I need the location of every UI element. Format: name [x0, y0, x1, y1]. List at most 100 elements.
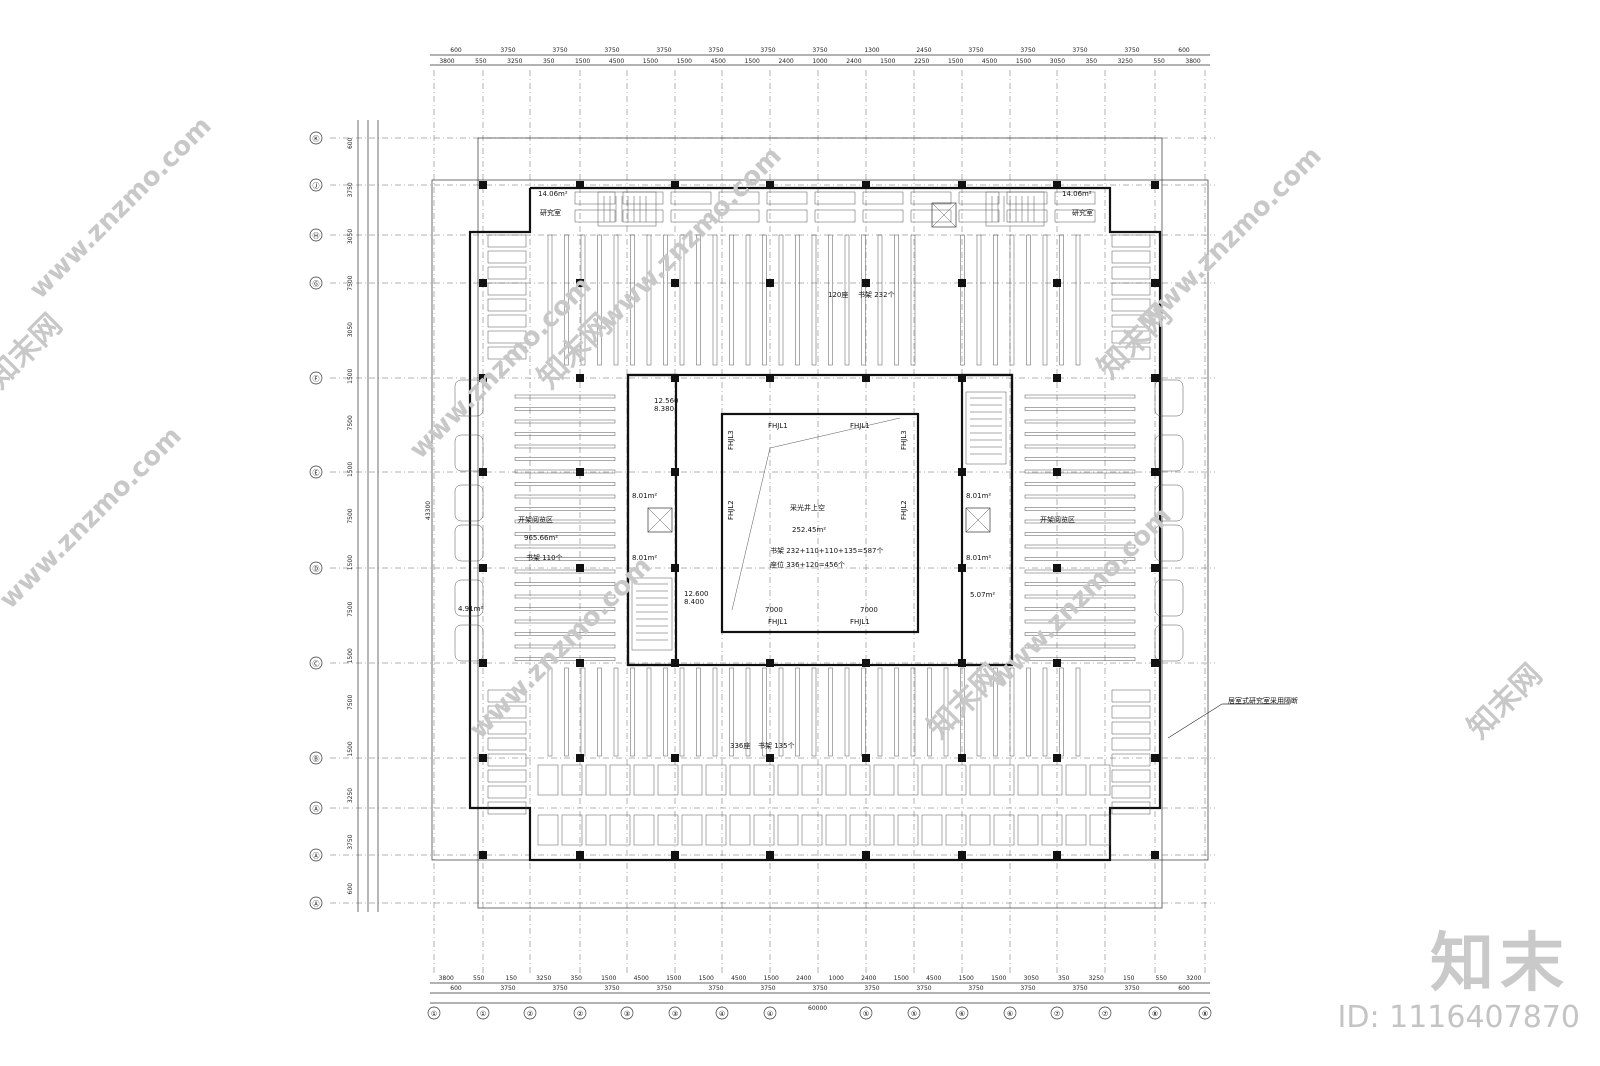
room-area: 5.07m² — [970, 591, 995, 599]
reading-desk — [1111, 769, 1151, 783]
axis-bubble — [523, 1006, 537, 1020]
top-dimension: 1500 — [948, 58, 963, 65]
top-dimension: 350 — [1086, 58, 1098, 65]
reading-desk — [633, 814, 655, 846]
axis-label: Ⓚ — [313, 135, 320, 143]
elevator — [647, 507, 673, 533]
bookshelf — [663, 667, 668, 757]
bay-window — [454, 524, 484, 562]
beam-label: FHJL2 — [727, 500, 735, 520]
column — [1151, 374, 1159, 382]
top-seats-label: 120座 — [828, 290, 848, 299]
reading-desk — [753, 764, 775, 796]
bookshelf — [514, 457, 616, 461]
bookshelf — [1024, 544, 1136, 549]
reading-desk — [487, 721, 527, 735]
bookshelf — [580, 234, 586, 366]
top-dimension: 3750 — [1072, 47, 1087, 54]
column — [1053, 279, 1061, 287]
wc-area: 12.560 — [654, 397, 679, 405]
bookshelf — [1042, 234, 1048, 366]
reading-desk — [1041, 814, 1063, 846]
column — [1151, 181, 1159, 189]
reading-desk — [574, 209, 616, 223]
bookshelf — [663, 234, 668, 366]
reading-desk — [1111, 250, 1151, 264]
axis-label: ④ — [767, 1010, 773, 1018]
reading-desk — [487, 234, 527, 248]
bookshelf — [696, 234, 701, 366]
bookshelf — [514, 557, 616, 561]
bookshelf — [580, 667, 586, 757]
reading-desk — [561, 814, 583, 846]
bookshelf — [927, 667, 932, 757]
reading-desk — [958, 191, 1000, 205]
bookshelf — [1024, 419, 1136, 424]
axis-label: Ⓗ — [313, 232, 320, 240]
column — [1151, 564, 1159, 572]
bookshelf — [976, 667, 982, 757]
reading-desk — [1089, 814, 1111, 846]
bookshelf — [1024, 632, 1136, 636]
bookshelf — [1024, 644, 1136, 649]
column — [862, 374, 870, 382]
axis-bubble — [309, 561, 323, 575]
column — [958, 279, 966, 287]
bottom-dimension: 3050 — [1024, 975, 1039, 982]
bookshelf — [844, 234, 850, 366]
bookshelf — [514, 507, 616, 511]
top-dimension: 600 — [1178, 47, 1190, 54]
top-dimension: 1000 — [812, 58, 827, 65]
bottom-dimension: 150 — [1123, 975, 1135, 982]
bottom-dimension: 3250 — [1089, 975, 1104, 982]
axis-bubble — [573, 1006, 587, 1020]
beam-label: FHJL1 — [768, 422, 788, 430]
bookshelf — [514, 419, 616, 424]
bottom-dimension: 4500 — [926, 975, 941, 982]
bookshelf — [745, 234, 751, 366]
reading-desk — [729, 764, 751, 796]
bookshelf — [828, 667, 833, 757]
bookshelf — [1024, 494, 1136, 499]
column — [1151, 754, 1159, 762]
bookshelf — [712, 234, 718, 366]
reading-desk — [1054, 209, 1096, 223]
room-area: 8.01m² — [632, 554, 657, 562]
reading-desk — [729, 814, 751, 846]
axis-label: ② — [577, 1010, 583, 1018]
bookshelf — [745, 667, 751, 757]
reading-desk — [969, 814, 991, 846]
column — [576, 468, 584, 476]
bookshelf — [514, 594, 616, 599]
column — [1053, 181, 1061, 189]
bay-window — [454, 624, 484, 662]
bottom-dimension: 550 — [473, 975, 485, 982]
bookshelf — [514, 657, 616, 661]
reading-desk — [1054, 191, 1096, 205]
bookshelf — [597, 667, 602, 757]
axis-label: Ⓕ — [313, 375, 320, 383]
column — [766, 754, 774, 762]
axis-label: Ⓔ — [313, 469, 320, 477]
top-dimension: 3750 — [656, 47, 671, 54]
watermark-site: www.znzmo.com — [594, 141, 788, 335]
column — [576, 851, 584, 859]
top-dimension: 3750 — [812, 47, 827, 54]
bookshelf — [861, 667, 866, 757]
column — [671, 181, 679, 189]
bookshelf — [514, 607, 616, 611]
bookshelf — [514, 482, 616, 486]
reading-desk — [766, 209, 808, 223]
bookshelf — [778, 234, 784, 366]
column — [1053, 564, 1061, 572]
beam-label: FHJL3 — [900, 430, 908, 450]
bookshelf — [762, 667, 767, 757]
structural-columns — [479, 181, 1159, 859]
top-dimension: 2250 — [914, 58, 929, 65]
reading-desk — [849, 814, 871, 846]
staircase — [597, 191, 657, 227]
bottom-seats-label: 336座 — [730, 741, 750, 750]
left-dimension: 1500 — [347, 648, 354, 663]
reading-desk — [1111, 785, 1151, 799]
column — [576, 374, 584, 382]
